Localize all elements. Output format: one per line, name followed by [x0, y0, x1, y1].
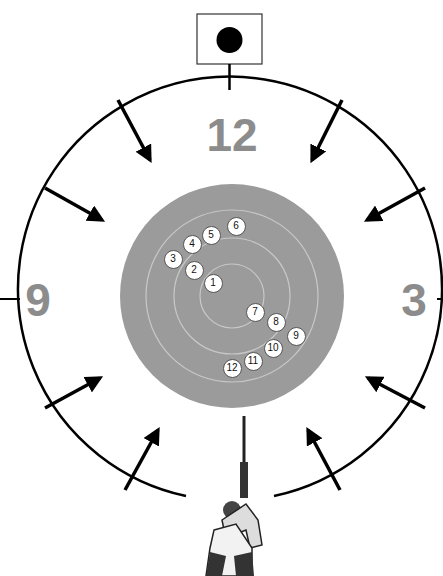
shot-number: 9	[293, 331, 299, 341]
shot-number: 5	[208, 230, 214, 240]
shot-number: 3	[170, 254, 176, 264]
shot-marker: 5	[202, 226, 221, 245]
clock-number: 9	[25, 277, 51, 323]
target-face	[120, 184, 344, 408]
shot-number: 1	[210, 278, 216, 288]
clock-number: 12	[206, 112, 257, 158]
shooter-figure	[206, 416, 262, 576]
shot-marker: 7	[246, 303, 265, 322]
shot-marker: 6	[227, 217, 246, 236]
target-ring	[200, 264, 264, 328]
shot-number: 7	[252, 307, 258, 317]
wind-arrows	[45, 100, 425, 490]
shot-marker: 1	[204, 274, 223, 293]
tick	[437, 298, 443, 300]
shot-marker: 10	[264, 339, 283, 358]
shot-marker: 11	[244, 352, 263, 371]
shot-marker: 2	[185, 261, 204, 280]
shot-marker: 3	[164, 250, 183, 269]
target-ring	[146, 210, 318, 382]
shot-number: 12	[226, 363, 237, 373]
shot-number: 10	[267, 343, 278, 353]
shot-marker: 9	[287, 327, 306, 346]
clock-number: 3	[401, 277, 427, 323]
shot-marker: 12	[223, 359, 242, 378]
shot-number: 6	[233, 221, 239, 231]
shot-number: 8	[273, 317, 279, 327]
shot-number: 11	[248, 356, 258, 366]
tick	[0, 298, 20, 300]
shot-number: 4	[189, 239, 195, 249]
shot-marker: 4	[183, 235, 202, 254]
shot-marker: 8	[267, 313, 286, 332]
aim-dot	[217, 27, 243, 53]
clock-arc	[18, 77, 442, 496]
target-ring	[174, 238, 290, 354]
aim-box	[197, 14, 262, 64]
shot-number: 2	[191, 265, 197, 275]
